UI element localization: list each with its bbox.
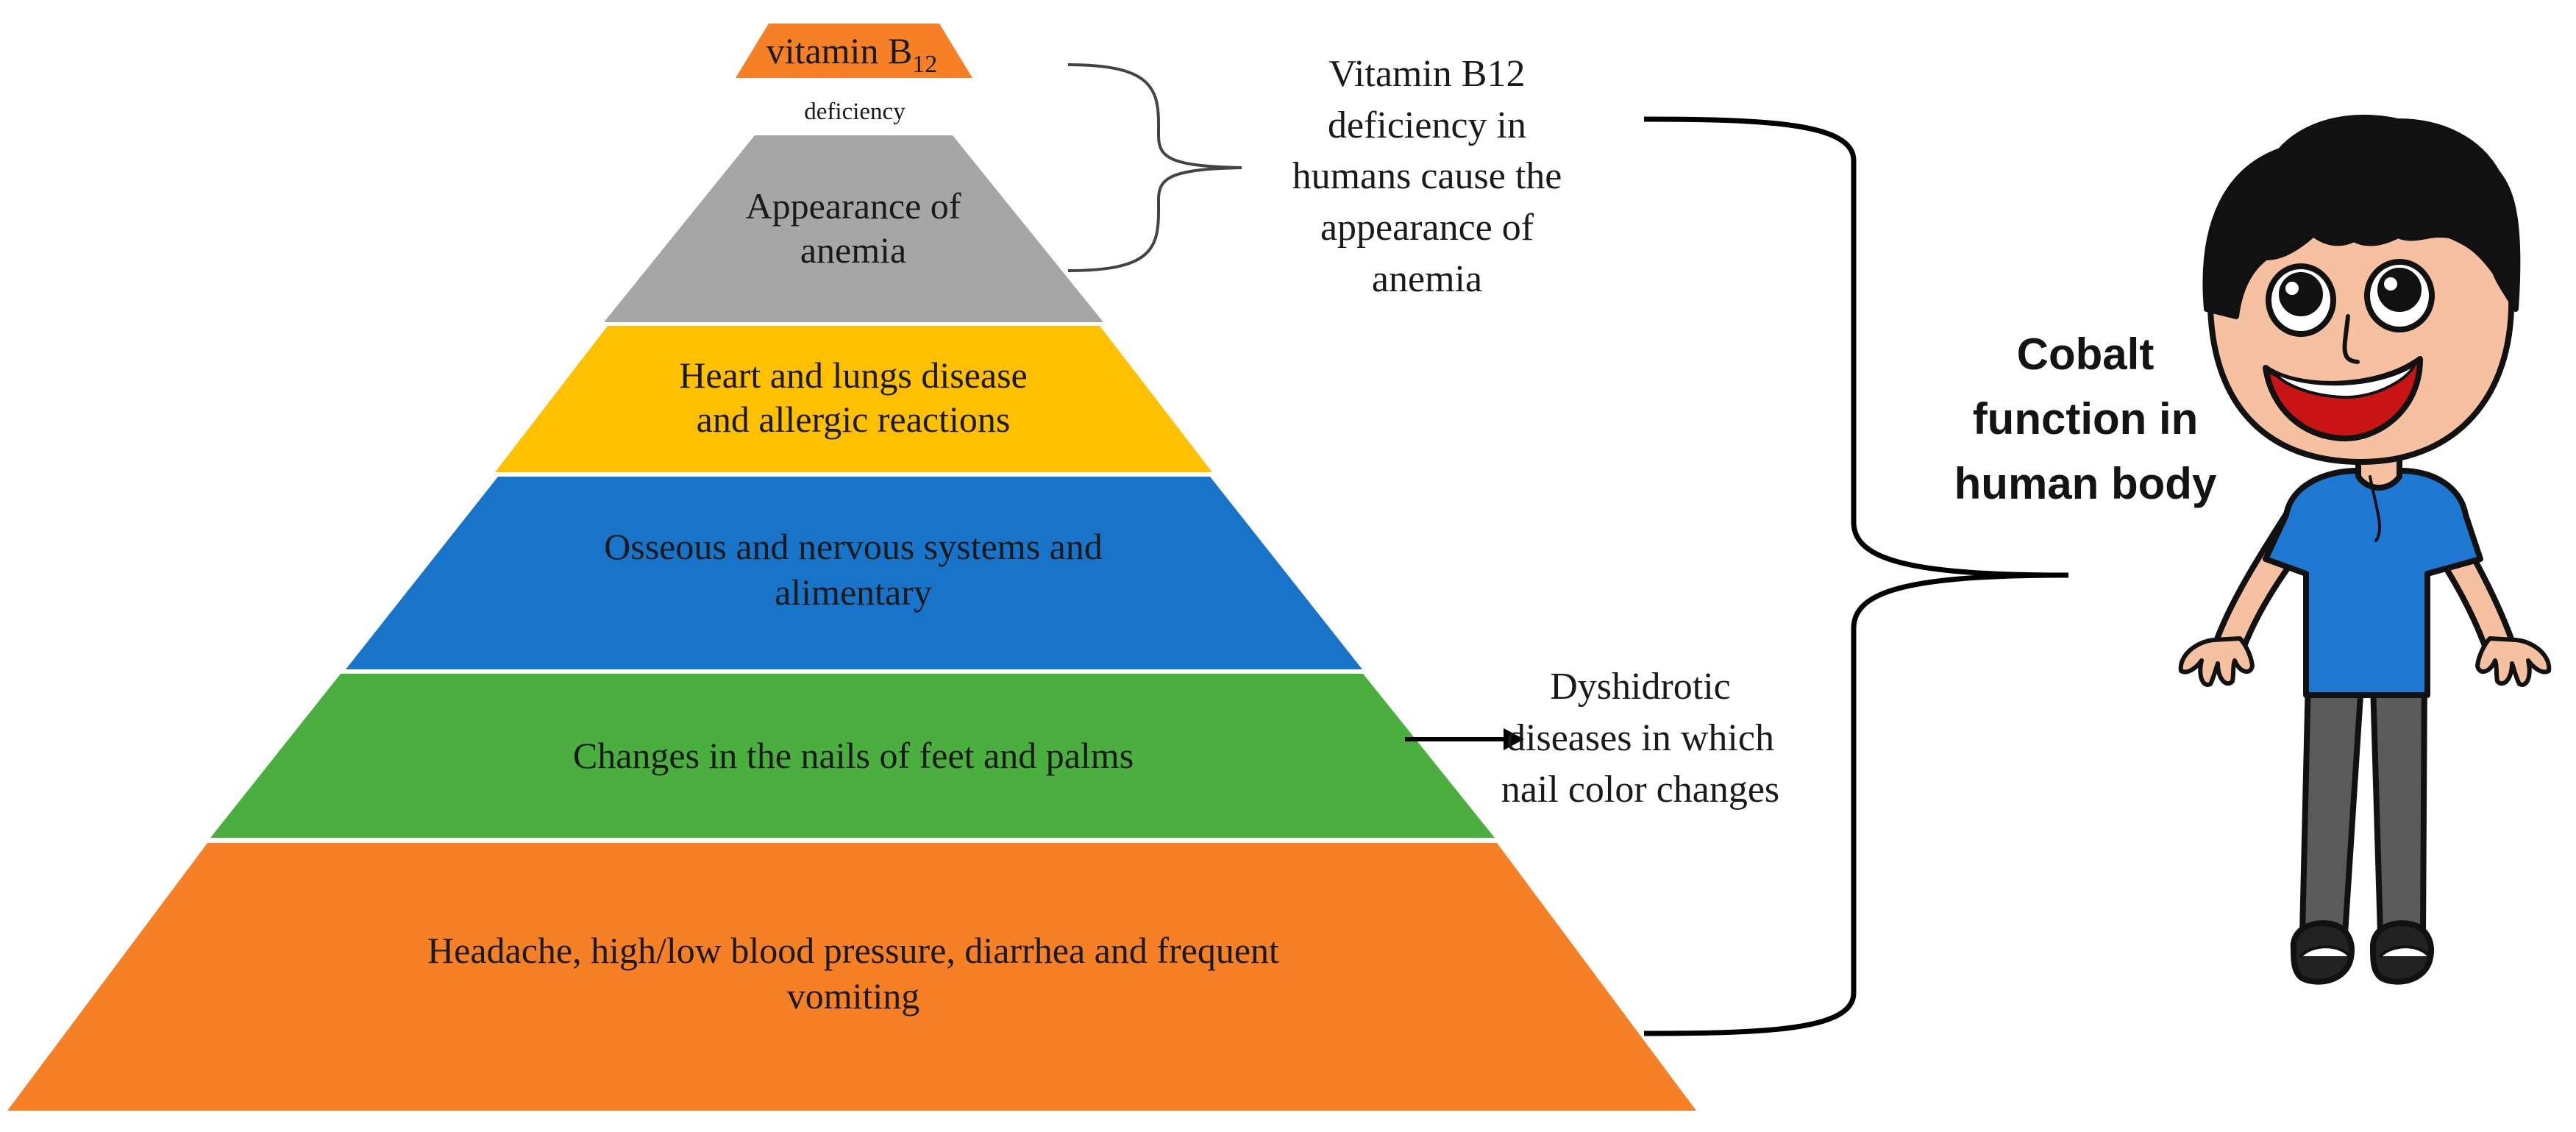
layer-shape <box>736 24 972 78</box>
left-hand <box>2178 636 2255 687</box>
title-line: function in <box>1973 394 2199 444</box>
dyshidrotic-arrow <box>1405 728 1524 750</box>
pyramid: vitamin B12 deficiency Appearance of ane… <box>7 24 1696 1111</box>
note-line: deficiency in <box>1328 104 1526 146</box>
note-line: appearance of <box>1320 207 1534 249</box>
layer-label: Osseous and nervous systems and <box>604 526 1103 567</box>
right-leg <box>2370 674 2427 937</box>
note-line: nail color changes <box>1501 769 1779 811</box>
layer-shape <box>604 135 1103 322</box>
note-line: anemia <box>1372 258 1482 300</box>
hair <box>2202 114 2521 319</box>
title-line: human body <box>1954 459 2217 508</box>
pyramid-layer-vitamin-b12: vitamin B12 deficiency <box>736 24 972 125</box>
layer-label-line2: and allergic reactions <box>697 399 1011 440</box>
layer-label: Heart and lungs disease <box>679 355 1027 396</box>
note-line: diseases in which <box>1506 717 1774 759</box>
shirt <box>2263 468 2483 698</box>
layer-label: Headache, high/low blood pressure, diarr… <box>427 930 1279 971</box>
note-line: Dyshidrotic <box>1550 666 1731 708</box>
small-brace <box>1067 63 1242 272</box>
layer-label-line2: alimentary <box>775 572 932 613</box>
note-line: humans cause the <box>1292 155 1562 197</box>
pyramid-layer-nails: Changes in the nails of feet and palms <box>210 674 1495 838</box>
large-brace <box>1643 116 2069 1036</box>
layer-label: vitamin B <box>766 30 913 71</box>
dyshidrotic-note: Dyshidrotic diseases in which nail color… <box>1501 666 1779 811</box>
layer-label: Changes in the nails of feet and palms <box>573 735 1134 776</box>
diagram-title: Cobalt function in human body <box>1954 330 2217 508</box>
layer-shape <box>495 326 1212 472</box>
cartoon-boy-icon <box>2178 114 2552 985</box>
title-line: Cobalt <box>2017 330 2155 379</box>
layer-label: Appearance of <box>746 185 961 227</box>
layer-label-line2: deficiency <box>804 99 905 125</box>
left-leg <box>2299 674 2364 937</box>
nose <box>2342 314 2360 364</box>
layer-label-line2: vomiting <box>787 975 920 1017</box>
pyramid-layer-heart-lungs: Heart and lungs disease and allergic rea… <box>495 326 1212 472</box>
pyramid-layer-osseous-nervous: Osseous and nervous systems and alimenta… <box>346 477 1362 669</box>
note-line: Vitamin B12 <box>1329 53 1526 95</box>
pyramid-layer-headache: Headache, high/low blood pressure, diarr… <box>7 843 1696 1111</box>
layer-label-line2: anemia <box>800 229 906 271</box>
layer-shape <box>7 843 1696 1111</box>
layer-shape <box>346 477 1362 669</box>
svg-text:vitamin B12: vitamin B12 <box>766 30 938 78</box>
layer-label-subscript: 12 <box>912 51 937 78</box>
b12-note: Vitamin B12 deficiency in humans cause t… <box>1292 53 1562 300</box>
layer-shape <box>210 674 1495 838</box>
pyramid-layer-anemia: Appearance of anemia <box>604 135 1103 322</box>
right-hand <box>2475 636 2552 687</box>
